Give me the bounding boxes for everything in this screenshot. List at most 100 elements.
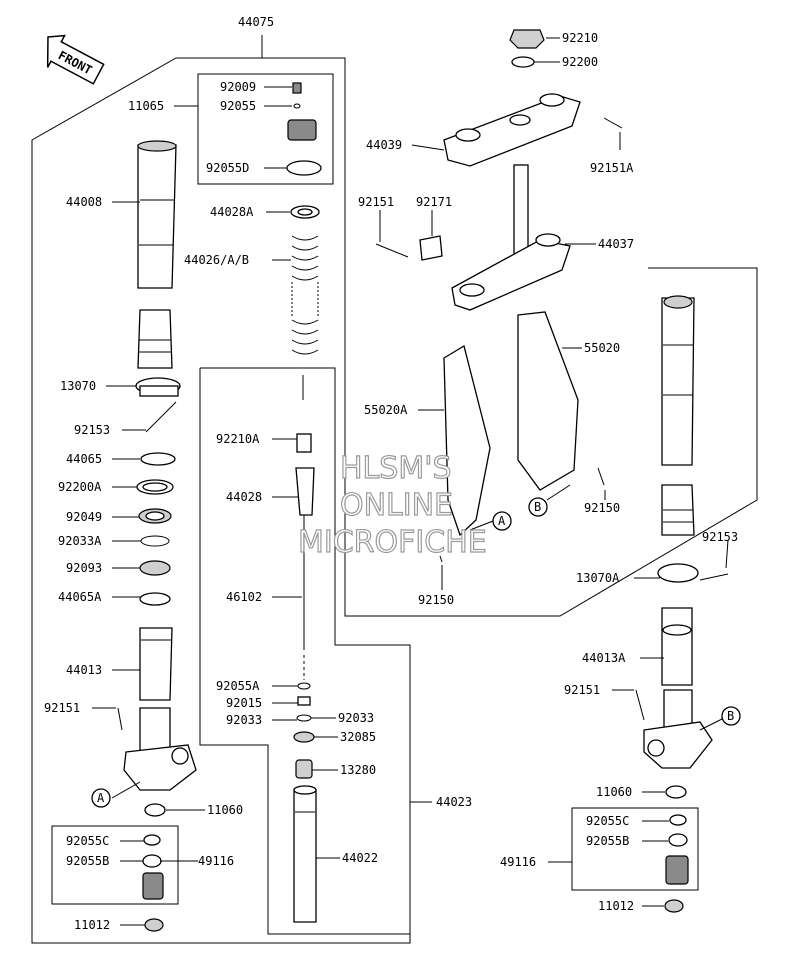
label-92153: 92153: [74, 423, 110, 437]
label-92033-b: 92033: [338, 711, 374, 725]
label-11060-right: 11060: [596, 785, 632, 799]
svg-text:A: A: [498, 514, 506, 528]
callout-b-guard: [528, 497, 548, 517]
label-92151A: 92151A: [590, 161, 634, 175]
cap-11012-left: [144, 918, 164, 932]
label-92055B-left: 92055B: [66, 854, 109, 868]
label-92055: 92055: [220, 99, 256, 113]
outer-tube-lower: [137, 309, 173, 369]
label-44022: 44022: [342, 851, 378, 865]
label-11060-left: 11060: [207, 803, 243, 817]
o-ring-11060-right: [665, 785, 687, 799]
rod-44028: [295, 467, 315, 516]
part-labels: 44075 11065 92009 92055 92055D 44008 440…: [44, 15, 738, 932]
callout-circles: A A B B: [91, 484, 741, 808]
valve-49116-right: [665, 855, 689, 885]
label-92055D: 92055D: [206, 161, 249, 175]
bolt-13280: [295, 759, 313, 779]
cap-11012-right: [664, 899, 684, 913]
label-92049: 92049: [66, 510, 102, 524]
piston-32085: [293, 731, 315, 743]
svg-text:B: B: [727, 709, 734, 723]
inner-tube-44013: [139, 627, 173, 701]
bushing-44065A: [139, 592, 171, 606]
callout-a-left: [91, 788, 111, 808]
label-92015: 92015: [226, 696, 262, 710]
label-92200A: 92200A: [58, 480, 102, 494]
label-92171: 92171: [416, 195, 452, 209]
watermark-line-3: MICROFICHE: [298, 525, 487, 560]
fork-guards: [439, 311, 605, 563]
clamp-13070A: [657, 563, 699, 583]
label-55020A: 55020A: [364, 403, 408, 417]
label-13280: 13280: [340, 763, 376, 777]
cap-assembly-box: [197, 73, 334, 185]
label-92033A: 92033A: [58, 534, 102, 548]
inner-tube-44013A: [661, 607, 693, 686]
valve-49116-left: [142, 872, 164, 900]
triple-clamps: [375, 29, 623, 311]
callout-b-right: [721, 706, 741, 726]
label-44008: 44008: [66, 195, 102, 209]
right-fork-parts: [635, 295, 729, 913]
watermark: HLSM'S ONLINE MICROFICHE: [297, 450, 487, 560]
label-44023: 44023: [436, 795, 472, 809]
outer-tube-44008: [137, 144, 177, 289]
damper-parts: [293, 375, 317, 923]
left-fork-parts: [117, 140, 197, 932]
label-13070: 13070: [60, 379, 96, 393]
label-44026: 44026/A/B: [184, 253, 249, 267]
label-92055B-right: 92055B: [586, 834, 629, 848]
label-92153-right: 92153: [702, 530, 738, 544]
label-92151-left: 92151: [44, 701, 80, 715]
spring-44026: [291, 235, 319, 355]
label-49116-left: 49116: [198, 854, 234, 868]
label-92151-top: 92151: [358, 195, 394, 209]
label-55020: 55020: [584, 341, 620, 355]
cylinder-44022: [293, 789, 317, 923]
label-44065: 44065: [66, 452, 102, 466]
bracket-92171: [419, 235, 443, 261]
label-92150-right: 92150: [584, 501, 620, 515]
svg-text:B: B: [534, 500, 541, 514]
label-13070A: 13070A: [576, 571, 620, 585]
label-92200: 92200: [562, 55, 598, 69]
label-11065: 11065: [128, 99, 164, 113]
outer-tube-right: [661, 297, 695, 466]
label-11012-left: 11012: [74, 918, 110, 932]
washer-92200: [511, 56, 535, 68]
label-32085: 32085: [340, 730, 376, 744]
o-ring-92055D: [286, 160, 322, 176]
label-92093: 92093: [66, 561, 102, 575]
label-44013: 44013: [66, 663, 102, 677]
label-92210A: 92210A: [216, 432, 260, 446]
watermark-line-1: HLSM'S: [340, 451, 452, 486]
left-valve-box: [51, 825, 179, 905]
label-44039: 44039: [366, 138, 402, 152]
nut-92210: [509, 29, 545, 49]
circlip-92033A: [140, 535, 170, 547]
label-92055C-left: 92055C: [66, 834, 109, 848]
label-92151-right: 92151: [564, 683, 600, 697]
watermark-line-2: ONLINE: [340, 488, 453, 523]
label-44013A: 44013A: [582, 651, 626, 665]
label-92210: 92210: [562, 31, 598, 45]
label-44065A: 44065A: [58, 590, 102, 604]
label-44028: 44028: [226, 490, 262, 504]
guard-55020A: [443, 344, 491, 537]
label-92055C-right: 92055C: [586, 814, 629, 828]
label-92033-a: 92033: [226, 713, 262, 727]
leader-lines: [92, 37, 729, 926]
right-valve-box: [571, 807, 699, 891]
guard-55020: [517, 311, 579, 491]
dust-seal-92093: [139, 560, 171, 576]
lower-clamp-44037: [451, 239, 571, 311]
cap-and-spring: [286, 82, 322, 355]
label-92055A: 92055A: [216, 679, 260, 693]
label-92009: 92009: [220, 80, 256, 94]
assembly-frames: [31, 35, 758, 944]
label-46102: 46102: [226, 590, 262, 604]
nut-92210A: [296, 433, 312, 453]
cap-bolt: [287, 119, 317, 141]
